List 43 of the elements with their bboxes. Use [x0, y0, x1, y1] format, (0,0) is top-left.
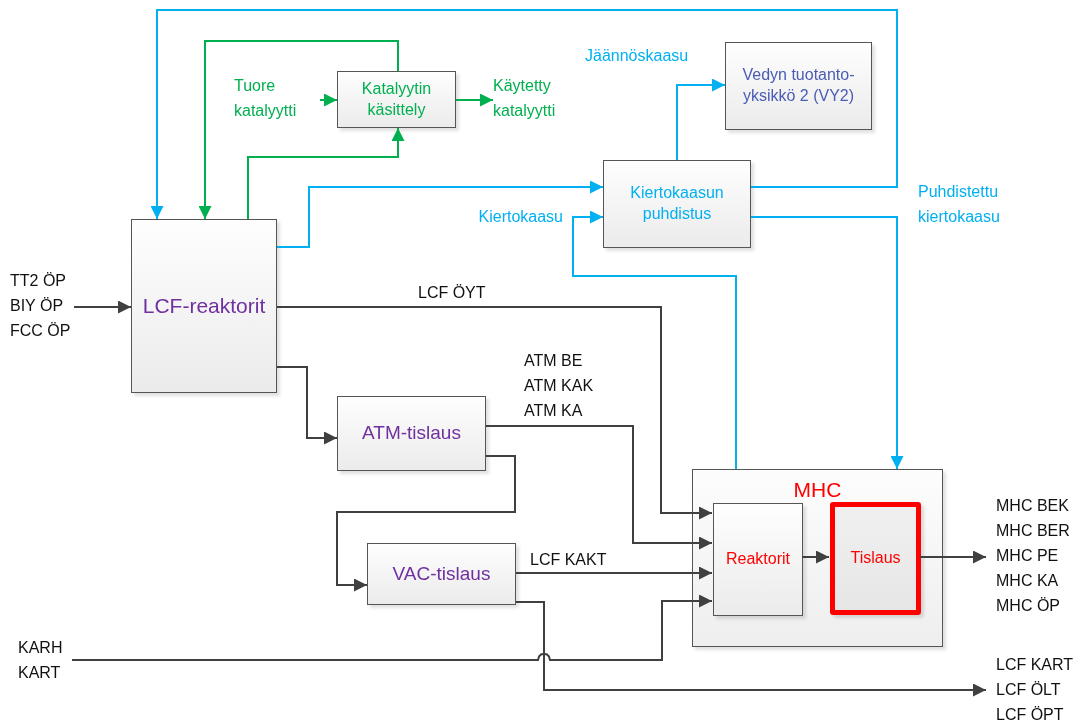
stream-label: Käytetty katalyytti — [493, 73, 581, 127]
arrow — [572, 210, 737, 470]
arrow — [71, 594, 713, 661]
arrow — [276, 180, 604, 248]
box-label: Reaktorit — [726, 549, 790, 570]
box-label: LCF-reaktorit — [142, 293, 266, 320]
process-box — [367, 543, 516, 605]
arrow — [750, 216, 904, 470]
box-label: Tislaus — [850, 548, 901, 569]
arrow — [336, 455, 516, 592]
arrow — [150, 9, 898, 220]
stream-label: Tuore katalyytti — [234, 73, 320, 127]
arrow — [801, 550, 830, 564]
stream-label: LCF KART LCF ÖLT LCF ÖPT — [986, 652, 1082, 724]
box-label: MHC — [793, 477, 842, 503]
process-box — [337, 71, 456, 128]
arrow — [515, 601, 987, 697]
box-label: ATM-tislaus — [362, 421, 461, 446]
process-box — [131, 219, 277, 393]
process-box — [713, 503, 803, 616]
unit-box — [692, 469, 943, 647]
stream-label: KARH KART — [18, 635, 72, 687]
arrow — [676, 78, 726, 161]
process-box — [830, 502, 921, 615]
arrow — [276, 306, 713, 520]
box-label: Vedyn tuotanto-yksikkö 2 (VY2) — [741, 65, 856, 106]
arrow — [919, 550, 987, 564]
stream-label: TT2 ÖP BIY ÖP FCC ÖP — [10, 268, 74, 348]
arrow — [515, 566, 713, 580]
arrow — [485, 425, 713, 550]
arrow — [247, 127, 405, 220]
box-label: VAC-tislaus — [392, 561, 491, 586]
arrow — [455, 93, 494, 107]
process-box — [337, 396, 486, 471]
process-box — [725, 42, 872, 130]
arrow — [73, 300, 132, 314]
box-label: Kiertokaasun puhdistus — [629, 183, 725, 224]
stream-label: MHC BEK MHC BER MHC PE MHC KA MHC ÖP — [986, 493, 1082, 621]
process-box — [603, 160, 751, 248]
box-label: Katalyytin käsittely — [360, 78, 433, 120]
arrow — [198, 40, 399, 220]
arrow — [319, 93, 338, 107]
arrow — [276, 366, 338, 445]
